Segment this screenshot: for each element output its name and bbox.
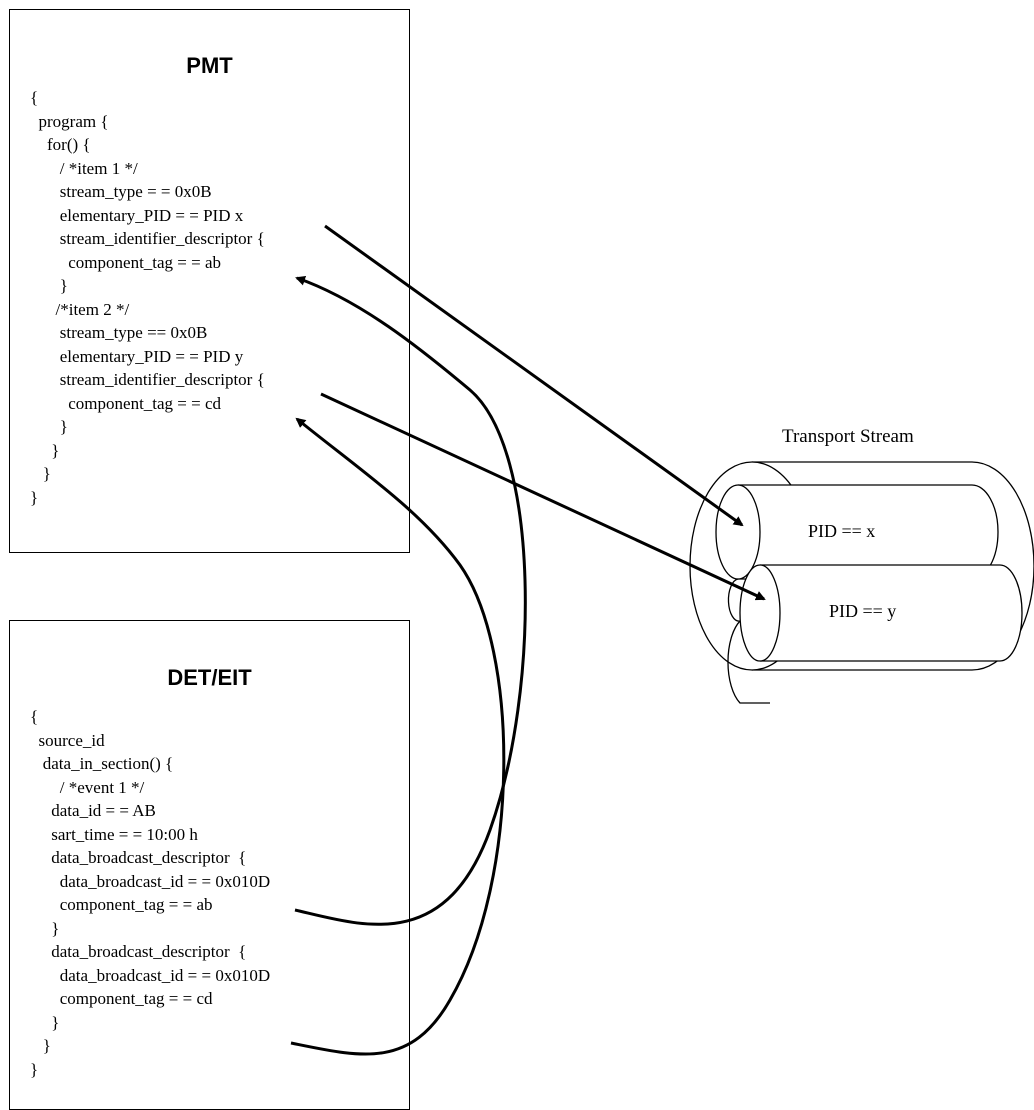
code-line: stream_type == 0x0B bbox=[30, 323, 208, 342]
code-line: } bbox=[30, 1059, 39, 1079]
code-line: program { bbox=[30, 111, 109, 131]
code-line: data_broadcast_id = = 0x010D bbox=[30, 871, 271, 891]
code-line: } bbox=[30, 440, 60, 460]
code-line: } bbox=[30, 276, 68, 295]
code-line: } bbox=[30, 1012, 60, 1032]
transport-stream-label: Transport Stream bbox=[782, 426, 914, 447]
code-line: } bbox=[30, 487, 39, 507]
det-eit-box: DET/EIT { source_id data_in_section() { … bbox=[9, 620, 410, 1110]
code-line: stream_identifier_descriptor { bbox=[30, 229, 265, 248]
code-line: elementary_PID = = PID x bbox=[30, 205, 244, 225]
code-line: } bbox=[30, 464, 51, 483]
code-line: / *item 1 */ bbox=[30, 158, 138, 178]
pmt-box: PMT { program { for() { / *item 1 */ str… bbox=[9, 9, 410, 553]
code-line: stream_type = = 0x0B bbox=[30, 182, 212, 201]
arrow-pid-x bbox=[324, 224, 744, 527]
code-line: stream_identifier_descriptor { bbox=[30, 370, 265, 389]
code-line: } bbox=[30, 417, 68, 436]
pid-x-label: PID == x bbox=[808, 521, 876, 541]
code-line: } bbox=[30, 1036, 51, 1055]
code-line: component_tag = = ab bbox=[30, 895, 213, 914]
pid-y-label: PID == y bbox=[829, 601, 897, 621]
det-eit-title: DET/EIT bbox=[167, 665, 252, 690]
curve-ab bbox=[294, 275, 527, 926]
code-line: /*item 2 */ bbox=[30, 299, 130, 319]
code-line: component_tag = = ab bbox=[30, 252, 222, 272]
code-line: } bbox=[30, 918, 60, 938]
code-line: data_broadcast_id = = 0x010D bbox=[30, 965, 271, 985]
connectors bbox=[290, 224, 766, 1056]
code-line: for() { bbox=[30, 135, 91, 154]
code-line: data_broadcast_descriptor { bbox=[30, 942, 247, 961]
code-line: source_id bbox=[30, 730, 105, 750]
code-line: elementary_PID = = PID y bbox=[30, 346, 244, 366]
code-line: data_broadcast_descriptor { bbox=[30, 848, 247, 867]
code-line: data_id = = AB bbox=[30, 801, 156, 820]
transport-stream-cylinder bbox=[689, 461, 1034, 704]
code-line: / *event 1 */ bbox=[30, 777, 145, 797]
code-line: { bbox=[30, 88, 39, 107]
code-line: component_tag = = cd bbox=[30, 989, 213, 1008]
curve-cd bbox=[290, 417, 506, 1056]
pmt-title: PMT bbox=[186, 53, 233, 78]
arrow-pid-y bbox=[320, 392, 766, 601]
code-line: sart_time = = 10:00 h bbox=[30, 824, 198, 844]
code-line: data_in_section() { bbox=[30, 754, 174, 773]
code-line: component_tag = = cd bbox=[30, 393, 222, 413]
code-line: { bbox=[30, 707, 39, 726]
